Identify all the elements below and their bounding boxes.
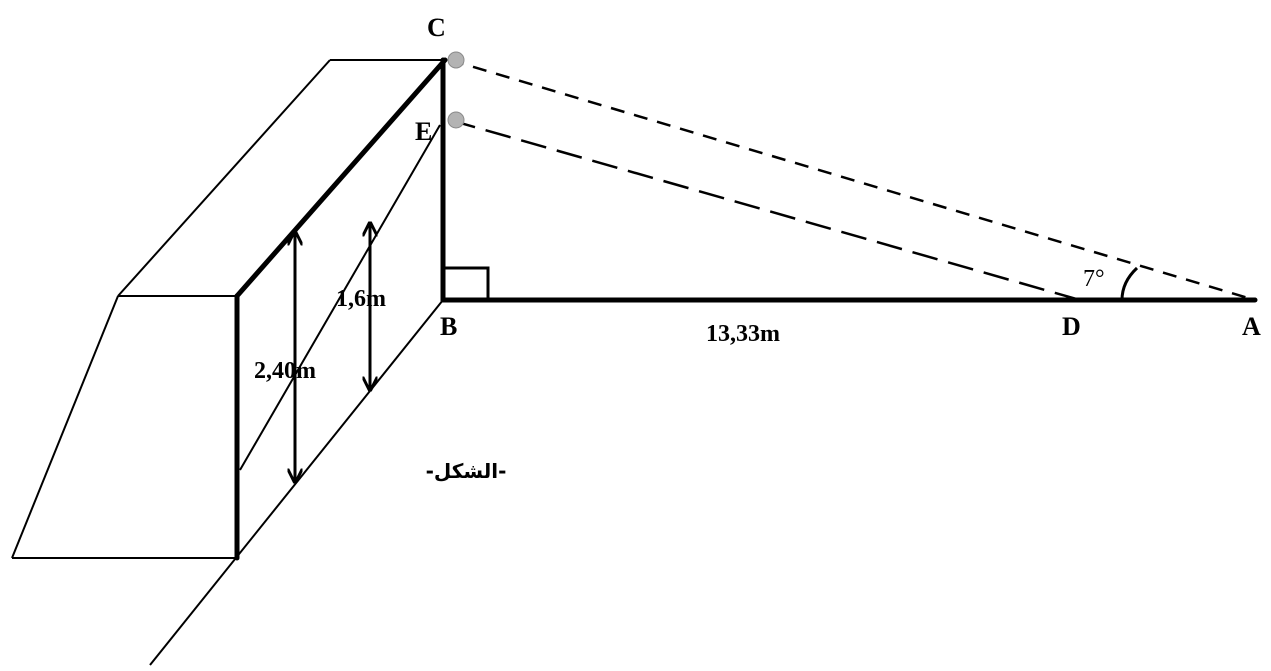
- line-ED-dashed: [449, 118, 1081, 302]
- label-BD-length: 13,33m: [706, 321, 780, 347]
- line-CA-dashed: [449, 58, 1256, 302]
- wall-side-slant-edge: [11, 295, 119, 559]
- point-C-marker: [447, 51, 465, 69]
- label-point-D: D: [1062, 312, 1081, 341]
- wall-face-inner-edge: [239, 124, 441, 471]
- angle-arc-A: [1120, 266, 1139, 301]
- label-point-A: A: [1242, 312, 1261, 341]
- point-E-marker: [447, 111, 465, 129]
- wall-thick-edges: [234, 57, 1258, 561]
- label-point-E: E: [415, 117, 432, 146]
- figure-caption: -الشكل-: [426, 459, 507, 483]
- wall-top-edge-thick: [234, 57, 448, 299]
- label-point-C: C: [427, 13, 446, 42]
- right-angle-marker: [441, 266, 490, 302]
- label-angle-A: 7°: [1083, 266, 1105, 292]
- label-BE-height: 1,6m: [336, 286, 386, 312]
- label-point-B: B: [440, 312, 457, 341]
- wall-block: [11, 59, 445, 666]
- wall-top-left-edge: [117, 59, 331, 297]
- label-wall-height: 2,40m: [254, 358, 316, 384]
